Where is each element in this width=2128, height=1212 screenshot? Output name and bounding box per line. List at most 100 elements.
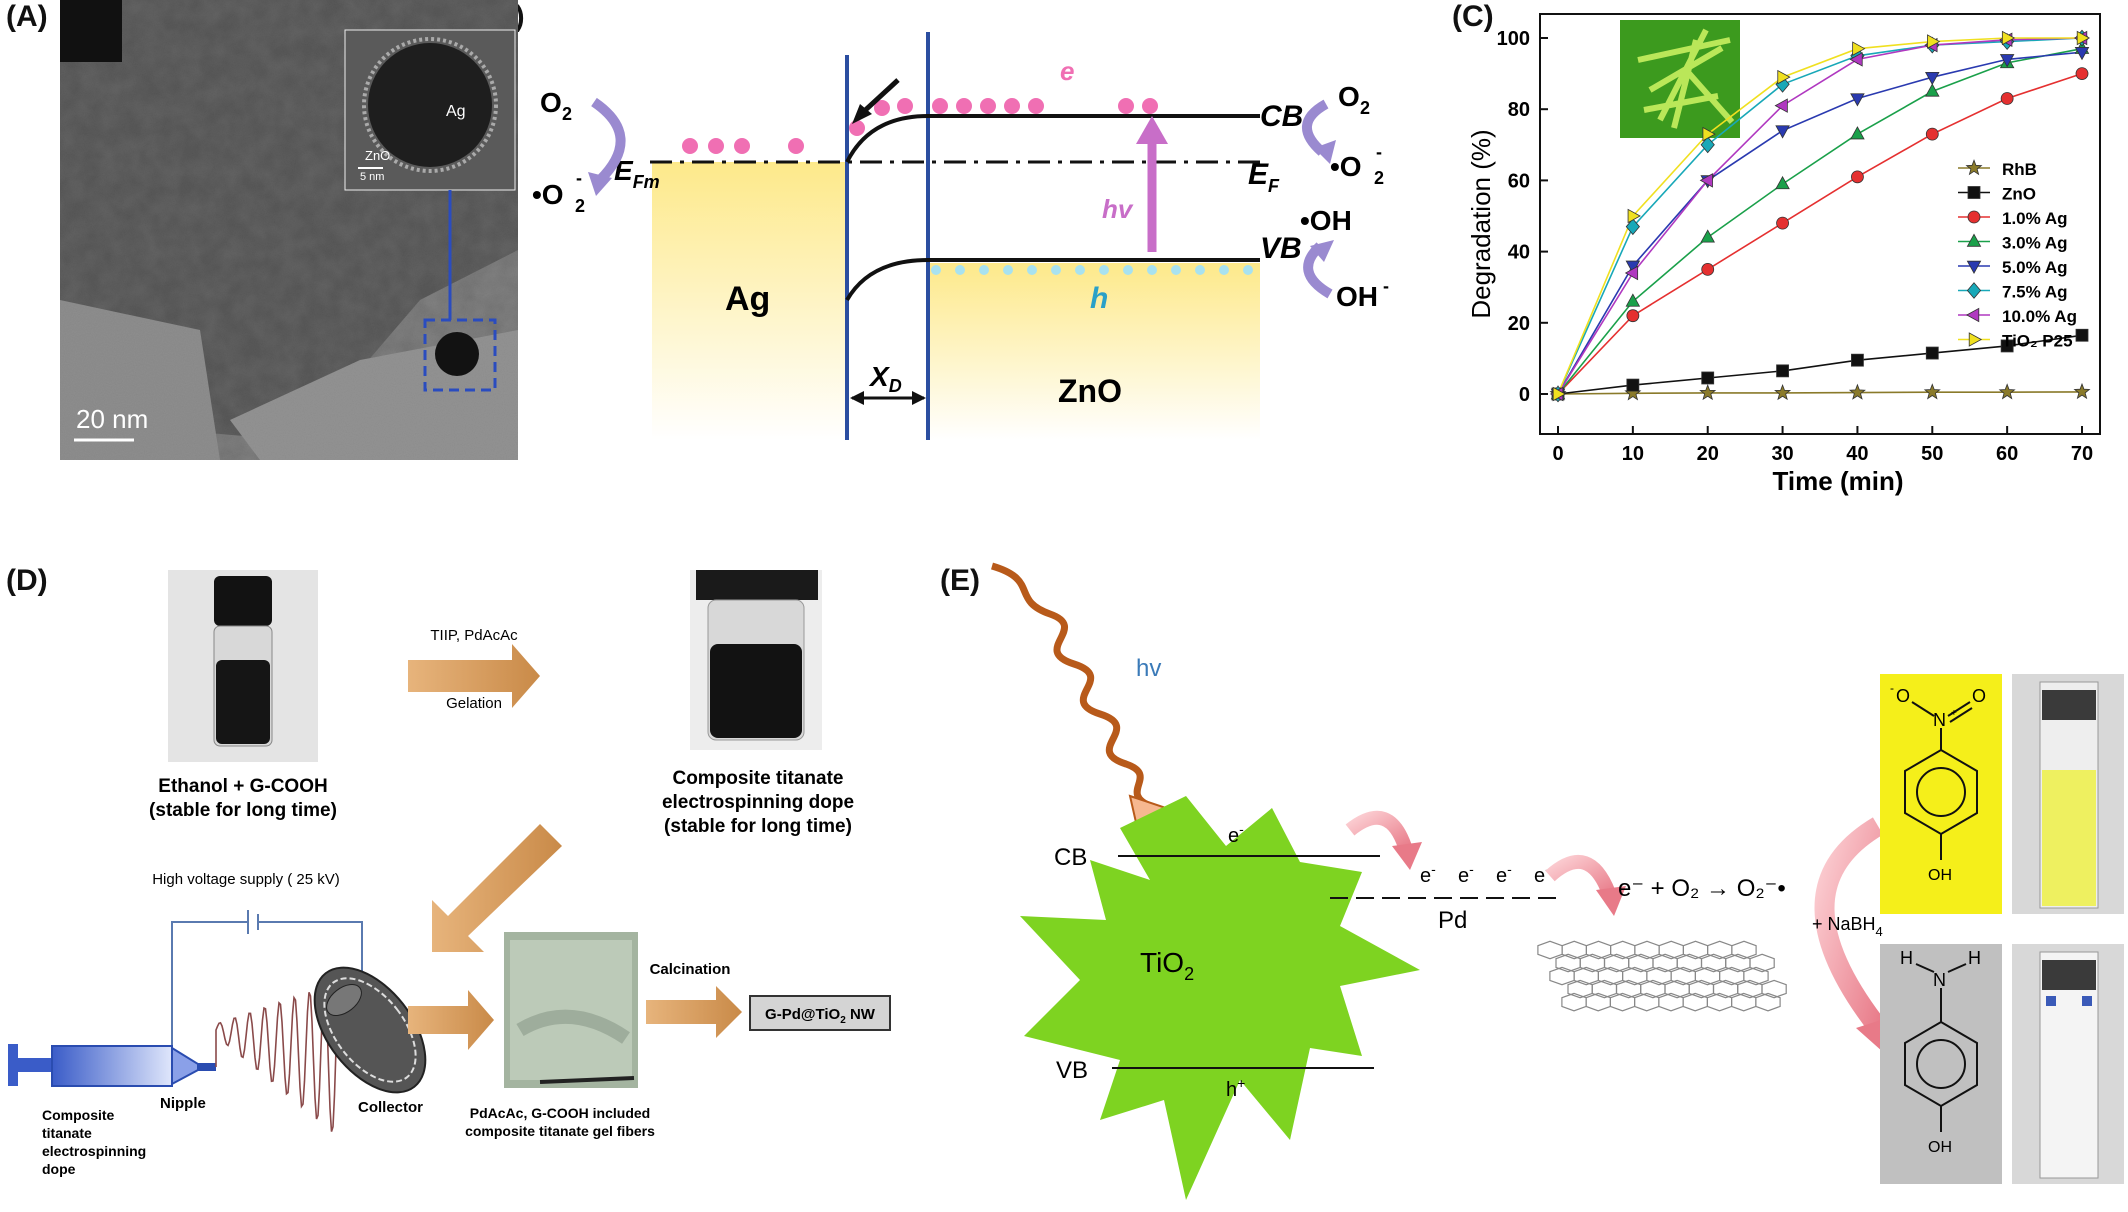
collector [313, 966, 427, 1094]
svg-text:•O: •O [532, 179, 564, 210]
y-tick-label: 60 [1508, 170, 1530, 192]
data-point [1923, 383, 1941, 400]
y-tick-label: 100 [1497, 28, 1530, 50]
pd-label: Pd [1438, 907, 1467, 934]
pd-electrons: e- e- e- e- [1420, 861, 1550, 887]
legend-marker [1965, 307, 1980, 323]
legend-label: 5.0% Ag [2002, 258, 2068, 277]
data-point [2074, 47, 2090, 61]
data-point [1927, 34, 1941, 49]
tio2-starburst [1020, 796, 1420, 1200]
electrospinning-process: Ethanol + G-COOH (stable for long time) … [8, 570, 891, 1177]
svg-text:O: O [540, 87, 562, 118]
legend-label: 10.0% Ag [2002, 307, 2077, 326]
ag-region [652, 162, 847, 440]
syringe-label-3: electrospinning [42, 1143, 146, 1159]
data-point [1775, 125, 1790, 139]
right-o2-reaction: O 2 •O 2 - [1302, 81, 1384, 188]
tio2-label: TiO2 [1140, 947, 1194, 984]
tio2-vb-label: VB [1056, 1057, 1088, 1084]
series-line [1557, 37, 2082, 395]
tem-scale-label: 20 nm [76, 404, 148, 434]
panel-c-label: (C) [1452, 0, 1494, 33]
nitro-o-label-left: O [1896, 686, 1910, 706]
right-o2-arrow [1302, 99, 1329, 156]
tio2-hole-label: h+ [1226, 1075, 1245, 1101]
svg-text:+: + [1951, 708, 1957, 719]
inset-zno-label: ZnO [365, 148, 390, 163]
svg-text:•O: •O [1330, 151, 1362, 182]
xd-label: XD [868, 361, 902, 396]
data-point [1852, 41, 1866, 56]
data-point [1775, 175, 1790, 190]
oxygen-reaction: e⁻ + O₂ → O₂⁻• [1618, 875, 1786, 902]
interface-arrow [858, 78, 900, 117]
panel-d-label: (D) [6, 564, 48, 597]
gelation-arrow-top-label: TIIP, PdAcAc [430, 627, 518, 644]
svg-text:e-: e- [1420, 861, 1436, 887]
ag-label: Ag [725, 280, 770, 318]
vial-electrospinning-dope [690, 570, 822, 750]
legend-marker [1965, 159, 1983, 176]
svg-text:2: 2 [1360, 98, 1370, 118]
left-o2-reaction: O 2 •O 2 - [532, 87, 626, 216]
svg-text:O: O [1338, 81, 1360, 112]
gelation-arrow [408, 644, 540, 708]
aminophenol-structure: N H H OH [1880, 944, 2002, 1184]
x-tick-label: 20 [1697, 443, 1719, 465]
legend-label: ZnO [2002, 185, 2036, 204]
legend-marker [1966, 282, 1982, 299]
data-point [2075, 328, 2089, 342]
cuvette-clear [2012, 944, 2124, 1184]
inset-ag-label: Ag [446, 103, 466, 120]
oh-reaction: •OH OH - [1300, 205, 1389, 312]
svg-text:2: 2 [1374, 168, 1384, 188]
nabh4-label: + NaBH4 [1812, 914, 1883, 939]
diagonal-arrow [432, 824, 562, 952]
left-o2-arrow [591, 97, 626, 184]
calcination-label: Calcination [650, 961, 731, 978]
hv-light-label: hv [1136, 655, 1161, 682]
transfer-arrow-2 [1545, 854, 1617, 899]
graphene-hexagon [1761, 979, 1787, 999]
aminophenol-oh-label: OH [1928, 1139, 1952, 1156]
data-point [1625, 293, 1641, 307]
amino-h-label-right: H [1968, 948, 1981, 968]
x-tick-label: 30 [1771, 443, 1793, 465]
data-point [1999, 54, 2015, 68]
photocatalysis-mechanism: hv CB VB TiO2 e- h+ Pd e- e- e- e- e⁻ + … [990, 562, 2124, 1200]
x-tick-label: 60 [1996, 443, 2018, 465]
data-point [1699, 173, 1713, 188]
data-point [1776, 216, 1789, 230]
ef-label: EF [1248, 158, 1280, 196]
holes [931, 265, 1253, 275]
data-point [1776, 364, 1789, 378]
nitro-n-label: N [1933, 710, 1946, 730]
legend-label: 1.0% Ag [2002, 209, 2068, 228]
data-point [2073, 382, 2091, 400]
high-voltage-label: High voltage supply ( 25 kV) [152, 871, 340, 888]
syringe-label-2: titanate [42, 1125, 92, 1141]
vial2-caption-1: Composite titanate [672, 768, 843, 789]
graphene-hexagon [1749, 953, 1775, 973]
x-tick-label: 40 [1846, 443, 1868, 465]
product-box: G-Pd@TiO2 NW [749, 995, 891, 1031]
x-tick-label: 0 [1552, 443, 1563, 465]
collector-label: Collector [358, 1099, 423, 1116]
nitrophenol-structure: N + O - O OH [1880, 674, 2002, 914]
x-tick-label: 50 [1921, 443, 1943, 465]
legend-label: TiO₂ P25 [2002, 332, 2073, 351]
data-point [1998, 383, 2016, 400]
svg-text:e-: e- [1458, 861, 1474, 887]
graphene-sheet [1537, 940, 1787, 1012]
vial2-caption-3: (stable for long time) [664, 816, 852, 837]
tio2-cb-label: CB [1054, 844, 1087, 871]
x-axis-label: Time (min) [1773, 466, 1904, 496]
legend-label: 7.5% Ag [2002, 283, 2068, 302]
data-point [1851, 353, 1864, 367]
graphene-hexagon [1731, 940, 1757, 960]
data-point [1701, 371, 1715, 385]
hv-label: hv [1102, 194, 1134, 224]
series-line [1557, 37, 2083, 395]
